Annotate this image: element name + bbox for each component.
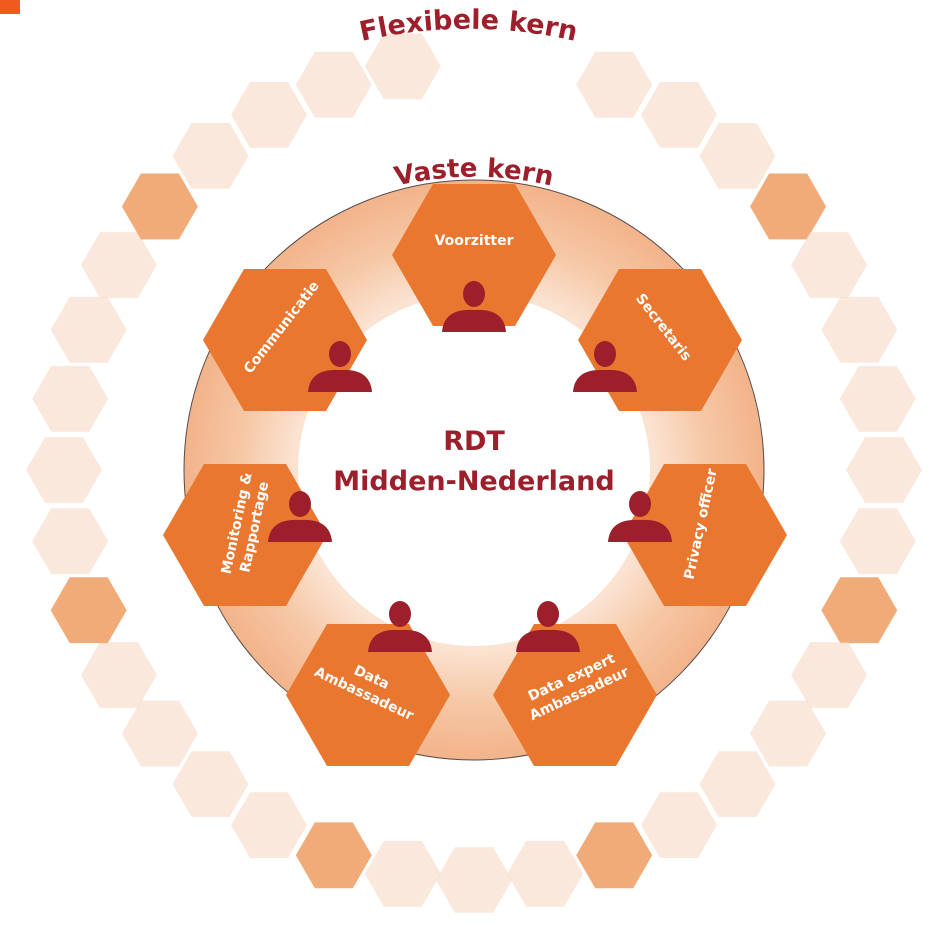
outer-hexagon xyxy=(821,296,898,363)
outer-hexagon xyxy=(750,700,827,767)
role-label-voorzitter: Voorzitter xyxy=(435,233,514,249)
hexagon-shape xyxy=(392,184,556,326)
outer-hexagon xyxy=(231,82,307,148)
outer-hexagon-accent xyxy=(576,822,653,889)
outer-hexagon xyxy=(172,123,249,189)
corner-tab xyxy=(0,0,20,14)
person-icon xyxy=(442,281,506,332)
outer-hexagon-accent xyxy=(821,577,898,644)
outer-hexagon xyxy=(576,51,653,118)
hexagon-shape xyxy=(163,464,327,606)
outer-hexagon xyxy=(436,847,512,913)
person-icon xyxy=(268,491,332,542)
outer-hexagon xyxy=(50,296,127,363)
hexagon-shape xyxy=(493,624,657,766)
outer-hexagon-accent xyxy=(750,173,827,240)
outer-hexagon xyxy=(364,33,441,100)
outer-hexagon xyxy=(32,365,109,432)
role-hexagon-data-ambassadeur: DataAmbassadeur xyxy=(286,624,450,766)
hexagon-shape xyxy=(286,624,450,766)
outer-hexagon-accent xyxy=(121,173,198,240)
center-circle xyxy=(298,294,650,646)
outer-hexagon-accent xyxy=(295,822,372,889)
outer-hexagon xyxy=(641,792,717,858)
outer-hexagon xyxy=(839,508,916,575)
outer-hexagon xyxy=(641,82,717,148)
outer-hexagon xyxy=(699,123,776,189)
flexible-core-title: Flexibele kern xyxy=(357,5,581,48)
role-hexagon-privacy-officer: Privacy officer xyxy=(623,464,787,606)
role-hexagon-voorzitter: Voorzitter xyxy=(392,184,556,326)
hexagon-shape xyxy=(623,464,787,606)
outer-hexagon xyxy=(507,840,584,907)
center-title-line2: Midden-Nederland xyxy=(333,466,614,497)
person-icon xyxy=(368,601,432,652)
outer-hexagon xyxy=(364,840,441,907)
outer-hexagon xyxy=(231,792,307,858)
outer-hexagon xyxy=(295,51,372,118)
outer-hexagon xyxy=(32,508,109,575)
outer-hexagon xyxy=(699,751,776,817)
outer-hexagon xyxy=(791,232,868,298)
role-hexagon-data-expert-ambassadeur: Data expertAmbassadeur xyxy=(493,624,657,766)
person-icon xyxy=(608,491,672,542)
outer-hexagon xyxy=(80,232,157,298)
outer-hexagon-accent xyxy=(50,577,127,644)
outer-hexagon xyxy=(846,437,922,503)
person-icon xyxy=(573,341,637,392)
outer-hexagon xyxy=(791,642,868,708)
role-hexagon-monitoring-rapportage: Monitoring &Rapportage xyxy=(163,464,327,606)
outer-hexagon xyxy=(80,642,157,708)
outer-hexagon xyxy=(839,365,916,432)
flexible-core-ring xyxy=(26,33,922,913)
outer-hexagon xyxy=(26,437,102,503)
person-icon xyxy=(516,601,580,652)
person-icon xyxy=(308,341,372,392)
outer-hexagon xyxy=(121,700,198,767)
outer-hexagon xyxy=(172,751,249,817)
center-title-line1: RDT xyxy=(443,426,505,457)
